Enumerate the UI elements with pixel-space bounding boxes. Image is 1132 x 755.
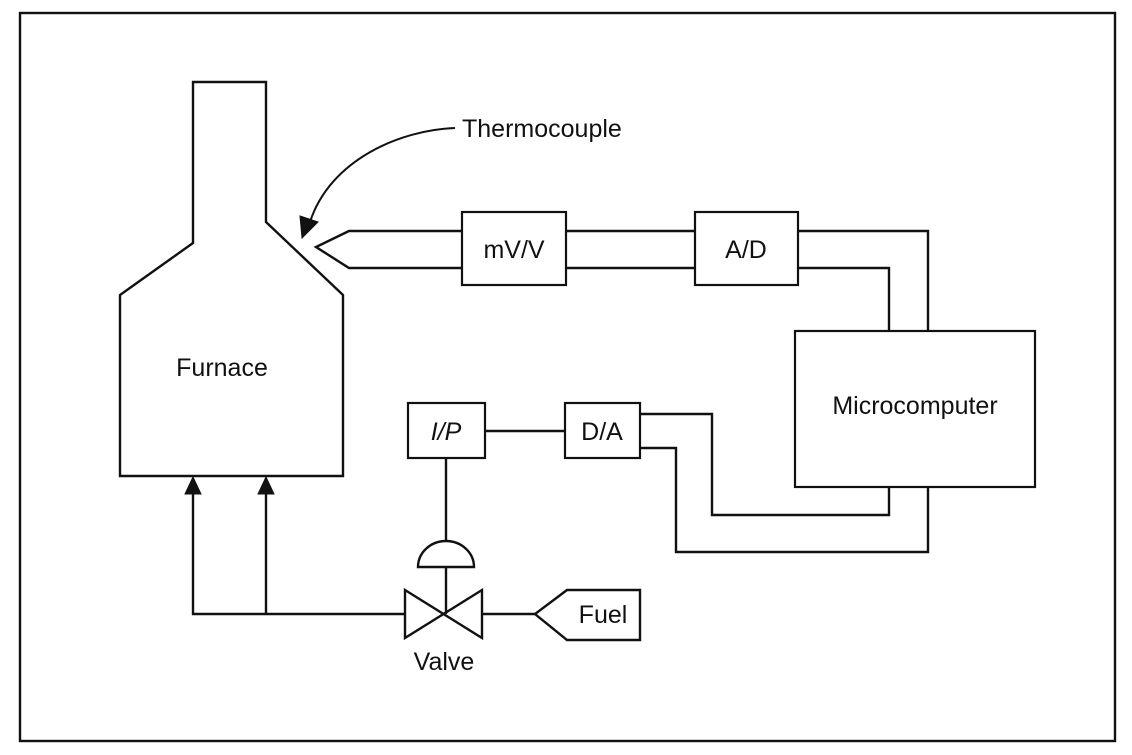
fuel-source	[533, 588, 642, 642]
fuel-line-to-furnace-left	[191, 488, 405, 616]
microcomputer-label: Microcomputer	[832, 392, 997, 420]
valve-actuator	[416, 539, 476, 569]
diagram-frame	[18, 11, 1117, 743]
wire-ad-micro-outer	[798, 229, 930, 331]
mvv-label: mV/V	[483, 236, 544, 264]
burner-arrow-left	[184, 475, 202, 495]
microcomputer-box	[793, 329, 1037, 489]
thermocouple-arrowhead	[299, 215, 319, 240]
furnace-label: Furnace	[176, 354, 268, 382]
furnace-shape	[118, 80, 345, 478]
thermocouple-probe	[313, 229, 462, 270]
thermocouple-pointer-arrow	[309, 127, 456, 223]
da-label: D/A	[581, 418, 623, 446]
ip-transducer-box	[406, 401, 487, 460]
valve-body	[403, 587, 484, 641]
wire-micro-da-inner	[640, 412, 891, 517]
wire-micro-da-outer	[640, 446, 930, 554]
valve-label: Valve	[414, 648, 475, 676]
thermocouple-label: Thermocouple	[462, 115, 622, 143]
burner-arrow-right	[257, 475, 275, 495]
ad-converter-box	[693, 210, 800, 287]
ad-label: A/D	[725, 236, 767, 264]
wire-ad-micro-inner	[798, 266, 891, 331]
mvv-converter-box	[460, 210, 568, 287]
ip-label: I/P	[431, 418, 462, 446]
fuel-label: Fuel	[579, 601, 628, 629]
